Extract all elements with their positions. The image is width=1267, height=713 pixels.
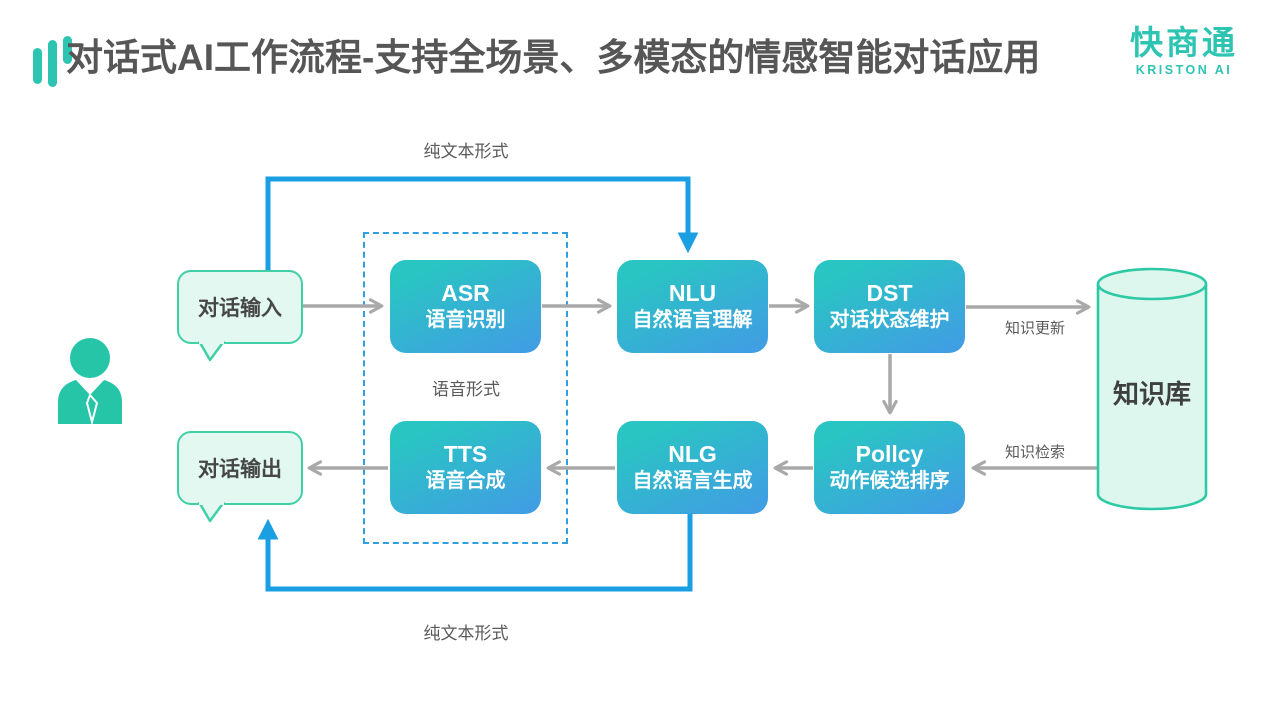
- node-nlu-label: 自然语言理解: [632, 309, 753, 331]
- database-icon: [1096, 267, 1208, 511]
- node-nlu: NLU 自然语言理解: [617, 260, 768, 353]
- node-tts: TTS 语音合成: [390, 421, 541, 514]
- node-dst-acronym: DST: [866, 280, 913, 306]
- output-bubble-label: 对话输出: [198, 458, 282, 481]
- loop-top-text-line: [265, 176, 699, 270]
- node-asr-label: 语音识别: [425, 309, 506, 331]
- node-tts-acronym: TTS: [443, 441, 488, 467]
- node-nlg-label: 自然语言生成: [632, 470, 753, 492]
- node-asr-acronym: ASR: [441, 280, 490, 306]
- node-dst: DST 对话状态维护: [814, 260, 965, 353]
- input-bubble-tail: [197, 341, 226, 362]
- output-bubble-tail: [197, 502, 226, 523]
- node-asr: ASR 语音识别: [390, 260, 541, 353]
- input-bubble-label: 对话输入: [198, 297, 282, 320]
- voice-form-dashed-region: [363, 232, 568, 544]
- input-bubble: 对话输入: [177, 270, 303, 344]
- brand-logo: 快商通 KRISTON AI: [1124, 24, 1244, 78]
- loop-bottom-text-line: [257, 513, 693, 592]
- label-plain-text-bottom: 纯文本形式: [423, 624, 509, 643]
- node-policy: Pollcy 动作候选排序: [814, 421, 965, 514]
- waveform-bars-icon: [32, 36, 74, 89]
- label-plain-text-top: 纯文本形式: [423, 142, 509, 161]
- node-nlu-acronym: NLU: [668, 280, 717, 306]
- node-nlg: NLG 自然语言生成: [617, 421, 768, 514]
- brand-subtitle: KRISTON AI: [1135, 63, 1233, 77]
- page-title: 对话式AI工作流程-支持全场景、多模态的情感智能对话应用: [66, 37, 1041, 78]
- user-icon: [58, 338, 122, 426]
- label-knowledge-update: 知识更新: [1004, 320, 1065, 337]
- output-bubble: 对话输出: [177, 431, 303, 505]
- node-nlg-acronym: NLG: [668, 441, 717, 467]
- label-voice-form: 语音形式: [432, 380, 500, 399]
- node-policy-acronym: Pollcy: [855, 441, 924, 467]
- brand-name: 快商通: [1130, 24, 1238, 61]
- node-dst-label: 对话状态维护: [829, 309, 950, 331]
- label-knowledge-search: 知识检索: [1004, 444, 1065, 461]
- knowledge-base-label: 知识库: [1112, 379, 1191, 409]
- node-policy-label: 动作候选排序: [829, 470, 950, 492]
- node-tts-label: 语音合成: [425, 470, 506, 492]
